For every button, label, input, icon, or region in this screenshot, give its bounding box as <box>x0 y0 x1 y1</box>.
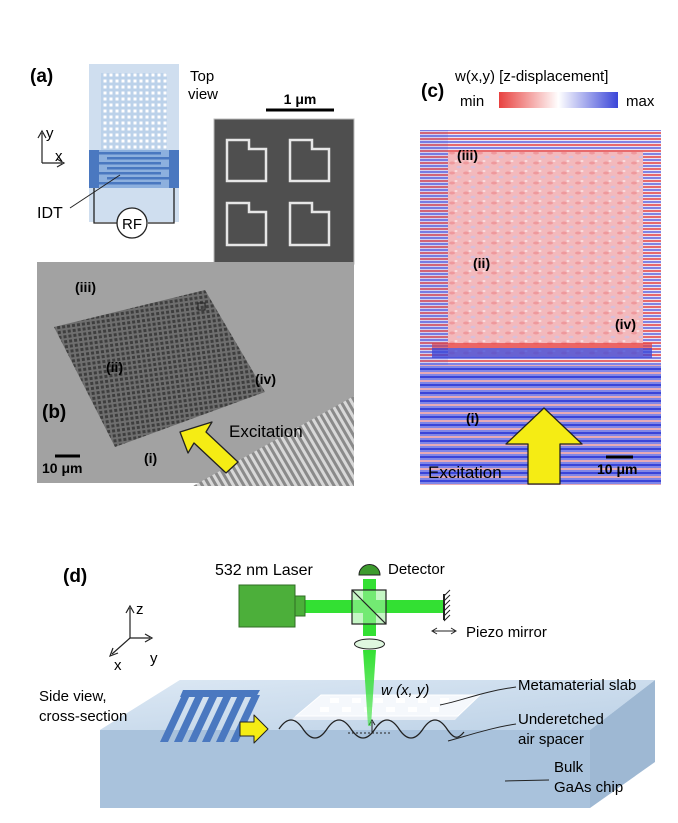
top-view-line2: view <box>188 86 218 103</box>
axis-y-label: y <box>46 125 54 142</box>
laser-beam-focused <box>363 650 376 726</box>
l-shaped-holes <box>225 138 331 247</box>
bulk-line1: Bulk <box>554 759 584 776</box>
zoom-box <box>197 302 206 311</box>
side-view-line1: Side view, <box>39 688 107 705</box>
excitation-label-b: Excitation <box>229 422 303 441</box>
colorbar <box>499 92 618 108</box>
w-label: w (x, y) <box>381 682 429 699</box>
bulk-gaas-chip <box>100 730 590 808</box>
panel-d-label: (d) <box>63 566 87 587</box>
rf-label: RF <box>122 216 142 233</box>
metamaterial-array <box>101 73 167 151</box>
piezo-label: Piezo mirror <box>466 624 547 641</box>
excitation-arrow-c <box>505 407 583 485</box>
lens <box>354 638 385 650</box>
axis-x-label: x <box>55 148 63 165</box>
c-region-iii: (iii) <box>457 147 478 163</box>
idt-side-view <box>160 690 260 742</box>
panel-a-label: (a) <box>30 66 53 87</box>
sem-metamaterial <box>54 290 265 447</box>
axes-xyz <box>108 604 154 658</box>
panel-c: (c) w(x,y) [z-displacement] min max (iii… <box>420 68 661 485</box>
slab-holes <box>320 698 449 712</box>
axes-xy <box>37 129 66 168</box>
axis-z-label-d: z <box>136 601 144 618</box>
metamaterial-slab-label: Metamaterial slab <box>518 677 636 694</box>
b-scale-label: 10 μm <box>42 460 82 476</box>
callout-lines <box>439 686 550 782</box>
air-spacer-line2: air spacer <box>518 731 584 748</box>
laser-source <box>238 584 296 628</box>
b-region-iii: (iii) <box>75 279 96 295</box>
detector-label: Detector <box>388 561 445 578</box>
side-view-line2: cross-section <box>39 708 127 725</box>
colorbar-max: max <box>626 93 655 110</box>
axis-y-label-d: y <box>150 650 158 667</box>
panel-b: (iii) (ii) (iv) (i) (b) Excitation 10 μm <box>37 262 354 486</box>
chip-side-face <box>590 680 655 808</box>
c-region-i: (i) <box>466 410 479 426</box>
axis-x-label-d: x <box>114 657 122 674</box>
b-region-iv: (iv) <box>255 371 276 387</box>
excitation-arrow-b <box>179 421 239 474</box>
panel-d: (d) w (x, y) <box>39 561 655 808</box>
air-spacer-line1: Underetched <box>518 711 604 728</box>
inset-scale-label: 1 μm <box>284 91 317 107</box>
map-edge-band <box>432 348 652 358</box>
excitation-arrow-d <box>239 714 269 744</box>
panel-b-label: (b) <box>42 402 66 423</box>
b-region-i: (i) <box>144 450 157 466</box>
rf-source <box>116 207 148 239</box>
c-scale-label: 10 μm <box>597 461 637 477</box>
colorbar-min: min <box>460 93 484 110</box>
colorbar-title: w(x,y) [z-displacement] <box>454 68 608 85</box>
excitation-label-c: Excitation <box>428 463 502 482</box>
panel-a: (a) RF IDT <box>30 64 355 310</box>
surface-wave <box>278 719 465 739</box>
panel-c-label: (c) <box>421 81 444 102</box>
map-metamaterial-region <box>448 152 643 357</box>
idt-electrodes <box>89 150 179 188</box>
top-view-line1: Top <box>190 68 214 85</box>
detector <box>358 564 381 576</box>
idt-label: IDT <box>37 205 63 222</box>
b-region-ii: (ii) <box>106 359 123 375</box>
rf-wire <box>93 188 175 224</box>
laser-label: 532 nm Laser <box>215 562 314 579</box>
c-region-ii: (ii) <box>473 255 490 271</box>
idt-pointer <box>69 174 121 209</box>
bulk-line2: GaAs chip <box>554 779 623 796</box>
c-region-iv: (iv) <box>615 316 636 332</box>
